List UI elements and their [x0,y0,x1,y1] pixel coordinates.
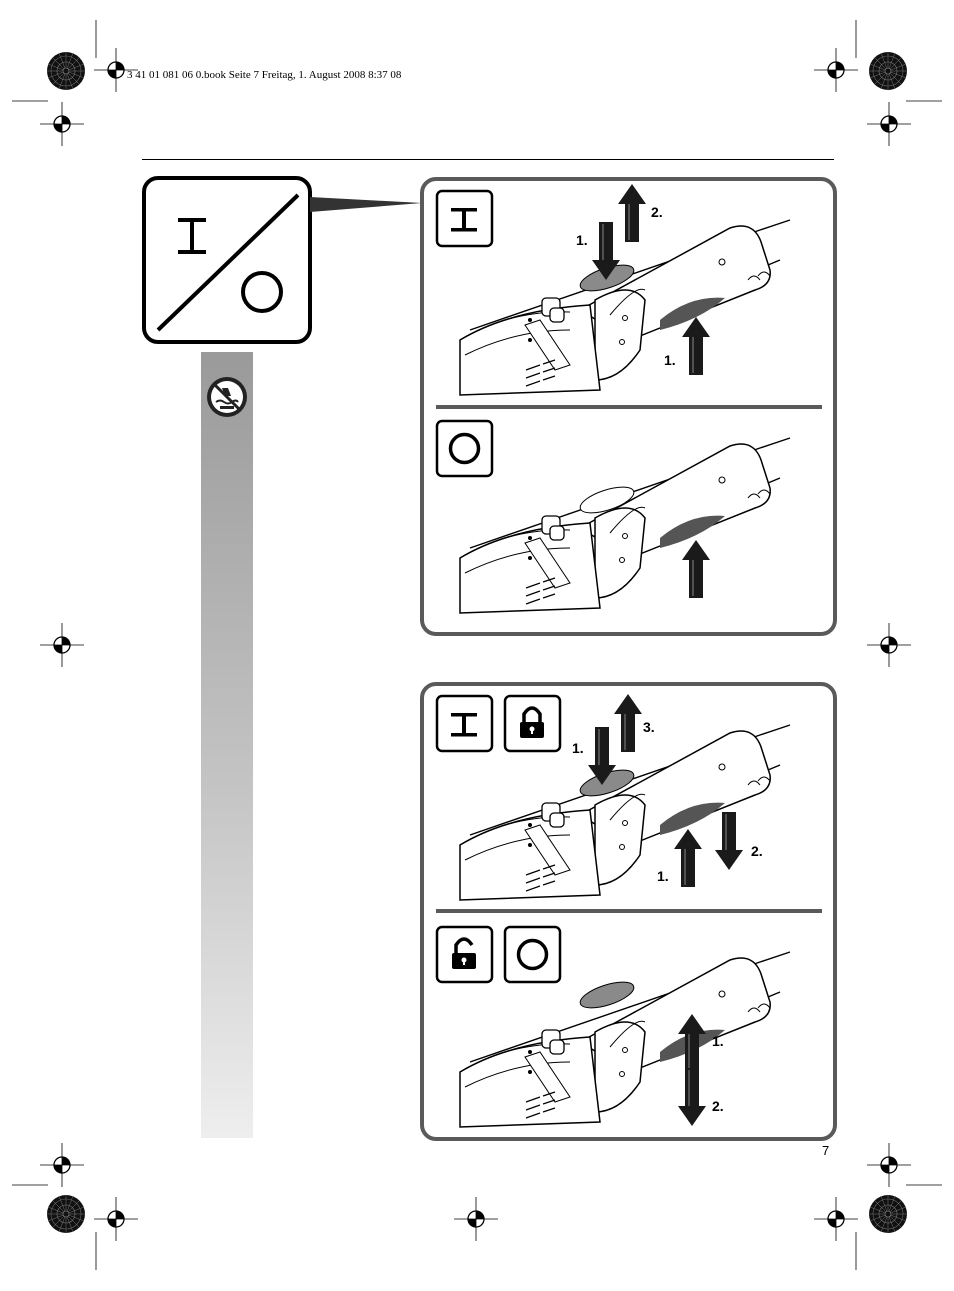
step-label: 3. [643,719,655,735]
on-i-icon [435,189,494,248]
header-rule [142,159,834,160]
step-label: 1. [576,232,588,248]
page-number: 7 [822,1143,830,1158]
off-o-icon [503,925,562,984]
side-gray-strip [201,352,253,1138]
padlock-closed-icon [503,694,562,753]
callout-pointer [310,197,422,212]
no-wet-conditions-icon [207,377,247,417]
step-label: 2. [751,843,763,859]
step-label: 1. [572,740,584,756]
on-off-io-icon [142,176,312,344]
on-i-icon [435,694,494,753]
step-label: 2. [712,1098,724,1114]
off-o-icon [435,419,494,478]
panel-bottom [420,682,837,1141]
step-label: 1. [712,1033,724,1049]
step-label: 1. [664,352,676,368]
step-label: 2. [651,204,663,220]
panel-top [420,177,837,636]
padlock-open-icon [435,925,494,984]
step-label: 1. [657,868,669,884]
registration-marks [12,20,942,1270]
print-header-line: 3 41 01 081 06 0.book Seite 7 Freitag, 1… [127,69,402,81]
